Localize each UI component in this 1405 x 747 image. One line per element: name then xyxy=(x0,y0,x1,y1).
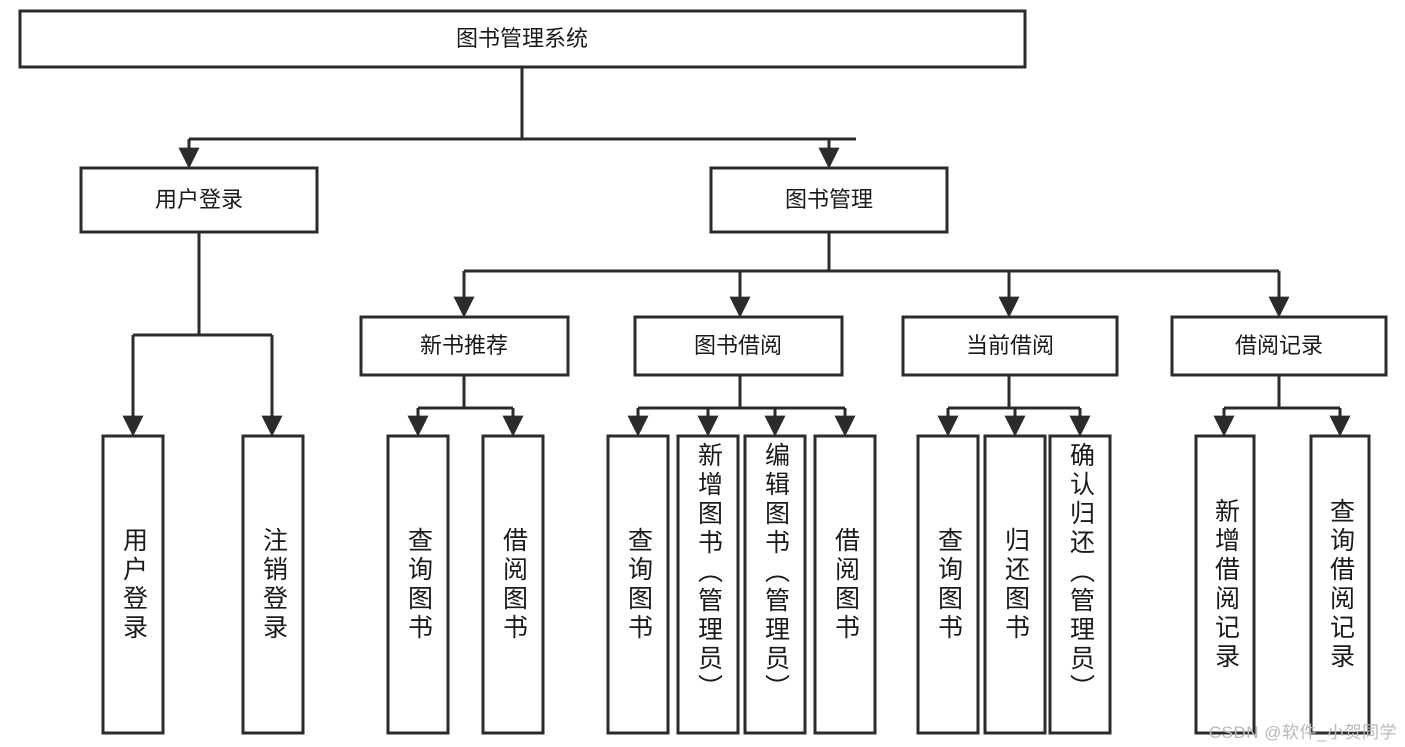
node-leaf-user-login[interactable]: 用户登录 xyxy=(101,434,165,735)
node-leaf-query-book-1-box[interactable] xyxy=(386,434,450,735)
node-book-borrow[interactable]: 图书借阅 xyxy=(633,315,844,377)
node-new-book-rec-box[interactable] xyxy=(359,315,570,377)
node-leaf-borrow-book-1-box[interactable] xyxy=(481,434,545,735)
node-book-borrow-box[interactable] xyxy=(633,315,844,377)
node-current-borrow-box[interactable] xyxy=(901,315,1119,377)
node-leaf-return-book-label: 归还图书 xyxy=(1001,526,1030,643)
node-leaf-logout-label: 注销登录 xyxy=(259,526,288,643)
node-leaf-confirm-return[interactable]: 确认归还（管理员） xyxy=(1048,434,1112,735)
node-leaf-add-book-box[interactable] xyxy=(676,434,740,735)
node-leaf-borrow-book-2-box[interactable] xyxy=(813,434,877,735)
node-leaf-query-book-2-box[interactable] xyxy=(606,434,670,735)
node-leaf-user-login-label: 用户登录 xyxy=(119,526,148,643)
node-current-borrow-label: 当前借阅 xyxy=(966,333,1054,358)
node-new-book-rec-label: 新书推荐 xyxy=(420,333,508,358)
node-leaf-confirm-return-box[interactable] xyxy=(1048,434,1112,735)
node-book-mgmt-label: 图书管理 xyxy=(785,187,873,212)
node-leaf-edit-book[interactable]: 编辑图书（管理员） xyxy=(743,434,807,735)
node-book-borrow-label: 图书借阅 xyxy=(694,333,782,358)
node-root[interactable]: 图书管理系统 xyxy=(18,9,1027,69)
node-leaf-add-record-label: 新增借阅记录 xyxy=(1211,497,1240,672)
node-leaf-borrow-book-2-label: 借阅图书 xyxy=(831,526,860,643)
node-leaf-borrow-book-1[interactable]: 借阅图书 xyxy=(481,434,545,735)
node-book-mgmt[interactable]: 图书管理 xyxy=(709,166,949,234)
node-leaf-edit-book-label: 编辑图书（管理员） xyxy=(761,442,790,703)
node-leaf-query-book-3-label: 查询图书 xyxy=(934,526,963,643)
node-leaf-confirm-return-label: 确认归还（管理员） xyxy=(1066,442,1095,703)
node-leaf-add-book-label: 新增图书（管理员） xyxy=(694,442,723,703)
node-leaf-borrow-book-1-label: 借阅图书 xyxy=(499,526,528,643)
node-leaf-add-record[interactable]: 新增借阅记录 xyxy=(1194,434,1256,735)
node-leaf-borrow-book-2[interactable]: 借阅图书 xyxy=(813,434,877,735)
node-leaf-logout[interactable]: 注销登录 xyxy=(241,434,305,735)
node-leaf-query-record[interactable]: 查询借阅记录 xyxy=(1309,434,1371,735)
node-leaf-return-book-box[interactable] xyxy=(983,434,1047,735)
node-user-login-box[interactable] xyxy=(79,166,319,234)
node-user-login-label: 用户登录 xyxy=(155,187,243,212)
node-book-mgmt-box[interactable] xyxy=(709,166,949,234)
node-leaf-user-login-box[interactable] xyxy=(101,434,165,735)
node-root-box[interactable] xyxy=(18,9,1027,69)
node-leaf-query-book-2-label: 查询图书 xyxy=(624,526,653,643)
node-current-borrow[interactable]: 当前借阅 xyxy=(901,315,1119,377)
node-leaf-query-record-label: 查询借阅记录 xyxy=(1326,497,1355,672)
node-leaf-query-book-2[interactable]: 查询图书 xyxy=(606,434,670,735)
node-borrow-record-label: 借阅记录 xyxy=(1235,333,1323,358)
node-user-login[interactable]: 用户登录 xyxy=(79,166,319,234)
node-borrow-record[interactable]: 借阅记录 xyxy=(1170,315,1388,377)
node-leaf-add-record-box[interactable] xyxy=(1194,434,1256,735)
node-leaf-query-book-3[interactable]: 查询图书 xyxy=(916,434,980,735)
node-leaf-logout-box[interactable] xyxy=(241,434,305,735)
node-leaf-edit-book-box[interactable] xyxy=(743,434,807,735)
node-leaf-query-book-1[interactable]: 查询图书 xyxy=(386,434,450,735)
node-leaf-query-book-3-box[interactable] xyxy=(916,434,980,735)
node-borrow-record-box[interactable] xyxy=(1170,315,1388,377)
node-root-label: 图书管理系统 xyxy=(456,26,588,51)
node-leaf-return-book[interactable]: 归还图书 xyxy=(983,434,1047,735)
node-leaf-query-record-box[interactable] xyxy=(1309,434,1371,735)
node-leaf-add-book[interactable]: 新增图书（管理员） xyxy=(676,434,740,735)
edge-group xyxy=(122,67,1351,437)
node-leaf-query-book-1-label: 查询图书 xyxy=(404,526,433,643)
node-new-book-rec[interactable]: 新书推荐 xyxy=(359,315,570,377)
